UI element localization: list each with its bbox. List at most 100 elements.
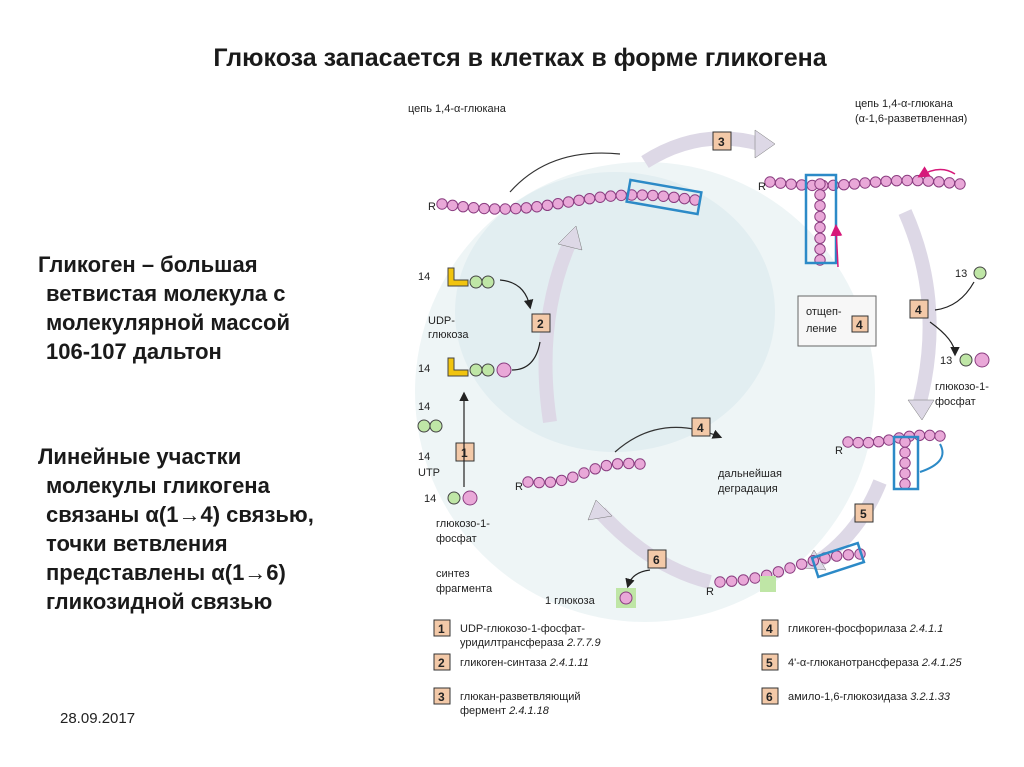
glucose-residue [852,436,864,449]
enzyme-legend: 1 UDP-глюкозо-1-фосфат-уридилтрансфераза … [433,619,962,717]
magenta-arrow-top [917,166,956,178]
glucose-residue [589,463,601,475]
glucose-1p-left-2: фосфат [436,533,477,545]
glucose-residue [725,575,738,587]
glucose-residue [600,459,613,472]
num-13-top: 13 [955,268,967,280]
glucose-residue [913,429,926,442]
glycogen-cycle-diagram: цепь 1,4-α-глюкана цепь 1,4-α-глюкана (α… [408,98,990,717]
glucose-residue [764,176,776,188]
glucose-residue [842,436,854,448]
glucose-residue [533,476,545,489]
legend-enzyme-name-cont: уридилтрансфераза 2.7.7.9 [460,637,601,649]
num-14-utp: 14 [418,451,430,463]
utp-label: UTP [418,467,440,479]
glucose-residue [899,467,911,480]
step-box-4-right: 4 [909,299,929,319]
glucose-residue [436,198,448,210]
highlight-box-bottom [810,541,866,579]
glucose-residue [478,202,490,215]
glucose-residue [623,457,635,470]
legend-item-1: 1 UDP-глюкозо-1-фосфат-уридилтрансфераза … [433,619,601,649]
pyrophosphate-icon [417,419,443,433]
svg-text:5: 5 [860,507,867,521]
bullet-1-rest: ветвистая молекула с молекулярной массой… [46,281,291,364]
glucose-residue [848,178,861,190]
udp-glucose-label-1: UDP- [428,315,455,327]
one-glucose-bead [619,591,633,605]
glucose-residue [890,175,903,187]
svg-text:4: 4 [915,303,922,317]
degradation-label-2: деградация [718,483,778,495]
bullet-2-rest: молекулы гликогена связаны α(1→4) связью… [46,473,314,614]
blue-arrow-right [919,443,944,473]
glucose-1p-right-2: фосфат [935,396,976,408]
chain-label-left: цепь 1,4-α-глюкана [408,103,507,115]
svg-text:6: 6 [766,690,773,704]
glucose-residue [457,200,469,213]
glucose-residue [933,176,945,188]
step-box-5: 5 [854,503,874,523]
glucose-residue [899,457,911,469]
chain-label-right-1: цепь 1,4-α-глюкана [855,98,954,110]
glucose-1p-right-1: глюкозо-1- [935,381,989,393]
glucose-residue [562,196,575,208]
r-label-1: R [428,201,436,213]
glucose-residue [901,174,913,187]
highlight-box-right [892,435,920,491]
synthesis-label-2: фрагмента [436,583,493,595]
arrow-step-4-head [907,399,935,421]
glucose-1-phosphate-icon-left [447,490,478,506]
svg-text:2: 2 [438,656,445,670]
arrow-back-synthesis [509,152,621,193]
glucose-residue [604,190,617,202]
glucose-residue [615,189,627,202]
glucose-residue [489,203,501,215]
chain-branch-vertical [814,178,826,266]
chain-label-right-2: (α-1,6-разветвленная) [855,113,967,125]
phosphate-icon-top [973,266,987,280]
glucose-residue [678,192,691,205]
bullet-1-first-line: Гликоген – большая [38,252,258,277]
glucose-1p-left-1: глюкозо-1- [436,518,490,530]
glucose-residue [578,467,590,479]
glucose-residue [772,566,785,578]
glucose-residue [838,179,850,191]
r-label-4: R [835,445,843,457]
glucose-residue [934,430,946,442]
glucose-residue [567,471,579,483]
arrow-udp-in [511,341,541,371]
legend-enzyme-name: UDP-глюкозо-1-фосфат- [460,623,585,635]
glucose-residue [784,562,796,574]
glucose-residue [814,189,826,201]
svg-text:4: 4 [856,318,863,332]
glucose-residue [859,177,871,189]
glucose-residue [872,436,885,448]
one-glucose-label: 1 глюкоза [545,595,596,607]
svg-text:отщеп-: отщеп- [806,306,842,318]
step-box-2: 2 [531,313,551,333]
slide-title: Глюкоза запасается в клетках в форме гли… [213,44,827,72]
slide-date: 28.09.2017 [60,710,136,727]
chain-middle-left [522,457,646,489]
udp-glucose-label-2: глюкоза [428,329,469,341]
glucose-residue [842,549,855,561]
arrow-step-2-head [557,225,583,251]
step-box-3: 3 [712,131,732,151]
arrow-udp-out [499,279,534,310]
glucose-residue [899,446,911,459]
arrow-step-4 [898,209,937,404]
legend-enzyme-name-cont: фермент 2.4.1.18 [460,705,550,717]
glucose-residue [899,436,911,448]
glucose-residue [795,558,808,570]
glucose-residue [922,175,935,187]
svg-text:1: 1 [438,622,445,636]
glucose-residue [814,210,826,223]
glucose-residue [555,474,568,487]
svg-text:2: 2 [537,317,544,331]
